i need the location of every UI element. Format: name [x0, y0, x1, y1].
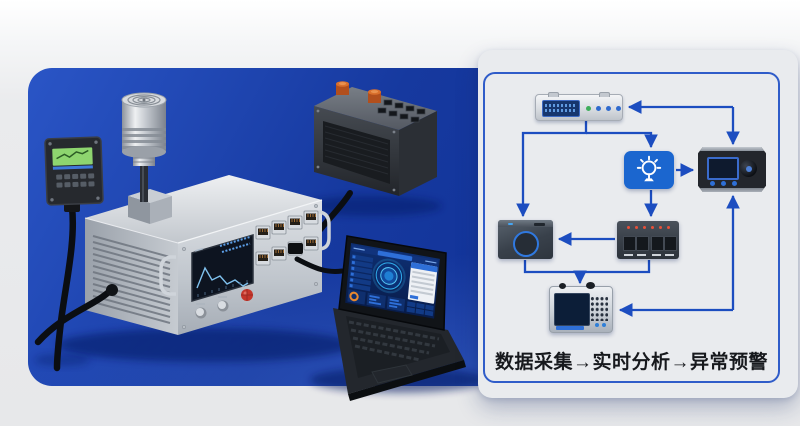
- terminal-led: [651, 226, 654, 229]
- terminal-led: [627, 226, 630, 229]
- sensor-box-led: [508, 222, 513, 225]
- daq-display: [542, 100, 580, 117]
- daq-led-blue: [606, 106, 611, 111]
- sensor-box-top: [498, 220, 553, 227]
- terminal-led: [635, 226, 638, 229]
- daq-led-green: [586, 106, 591, 111]
- hmi-button: [721, 181, 726, 186]
- node-hmi-controller: [698, 147, 766, 192]
- node-smart-light: [624, 151, 674, 189]
- terminal-led: [643, 226, 646, 229]
- analyzer-label-strip: [556, 326, 584, 330]
- daq-led-blue: [596, 106, 601, 111]
- daq-tab: [599, 92, 610, 97]
- analyzer-keypad: [589, 295, 608, 321]
- hmi-top-edge: [698, 147, 766, 151]
- daq-led-blue: [616, 106, 621, 111]
- flow-panel-border: [483, 72, 780, 383]
- terminal-led: [667, 226, 670, 229]
- hmi-button: [710, 181, 715, 186]
- terminal-port: [664, 236, 677, 251]
- terminal-label: [652, 254, 661, 256]
- terminal-port: [651, 236, 664, 251]
- sensor-box-ring: [513, 231, 539, 257]
- node-signal-analyzer: [549, 282, 613, 333]
- hmi-knob: [740, 160, 757, 177]
- terminal-label: [665, 254, 674, 256]
- terminal-port: [623, 236, 636, 251]
- analyzer-blue-button: [602, 323, 606, 327]
- node-sensor-box: [498, 220, 553, 259]
- flow-caption: 数据采集→实时分析→异常预警: [494, 352, 768, 373]
- terminal-label: [624, 254, 633, 256]
- node-daq-module: [535, 92, 623, 121]
- sensor-box-slot: [534, 222, 545, 226]
- analyzer-screen: [554, 293, 590, 326]
- daq-tab: [548, 92, 559, 97]
- analyzer-blue-button: [595, 323, 599, 327]
- hmi-bottom-edge: [698, 188, 766, 192]
- hmi-button: [732, 181, 737, 186]
- terminal-port: [636, 236, 649, 251]
- node-terminal-block: [617, 221, 679, 259]
- terminal-led: [659, 226, 662, 229]
- light-icon: [636, 155, 662, 182]
- analyzer-knob: [586, 282, 595, 289]
- hmi-screen: [707, 157, 739, 180]
- analyzer-knob: [559, 283, 566, 289]
- terminal-label: [637, 254, 646, 256]
